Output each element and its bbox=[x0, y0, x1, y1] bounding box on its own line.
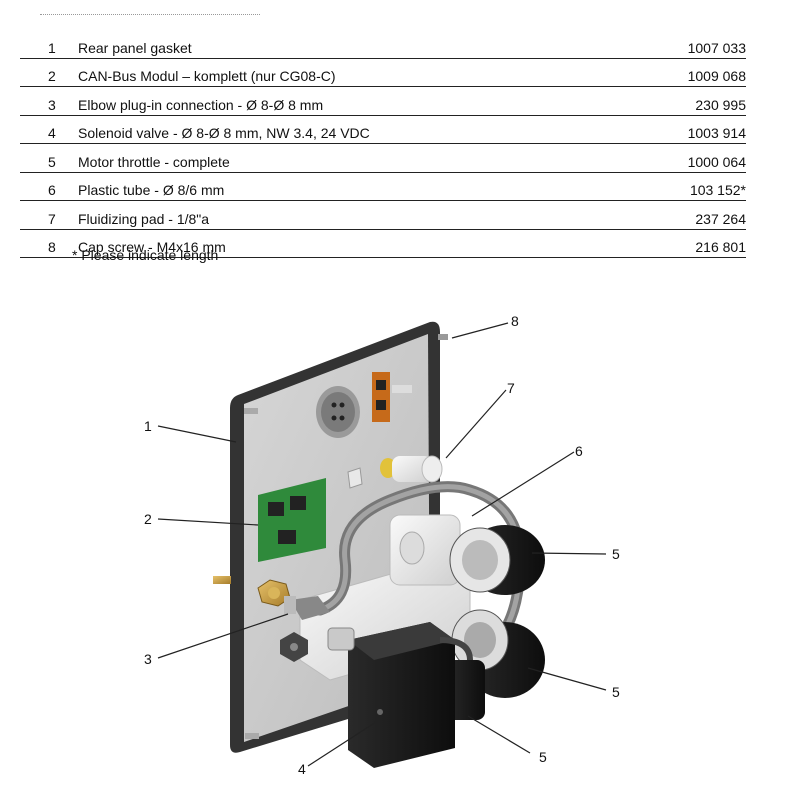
cropped-header-remnant bbox=[40, 14, 260, 19]
brass-fitting bbox=[213, 576, 308, 662]
motor-throttle-upper bbox=[449, 525, 545, 595]
table-row: 3 Elbow plug-in connection - Ø 8-Ø 8 mm … bbox=[20, 86, 746, 116]
part-description: CAN-Bus Modul – komplett (nur CG08-C) bbox=[78, 58, 606, 87]
cap-screw-studs bbox=[244, 334, 448, 739]
solenoid-valve bbox=[327, 622, 473, 768]
part-number: 5 bbox=[20, 143, 78, 173]
table-row: 4 Solenoid valve - Ø 8-Ø 8 mm, NW 3.4, 2… bbox=[20, 115, 746, 144]
callout-7: 7 bbox=[507, 380, 515, 396]
callout-1: 1 bbox=[144, 418, 152, 434]
part-code: 216 801 bbox=[606, 229, 746, 258]
table-row: 6 Plastic tube - Ø 8/6 mm 103 152* bbox=[20, 172, 746, 201]
part-number: 3 bbox=[20, 86, 78, 116]
part-code: 230 995 bbox=[606, 86, 746, 116]
part-number: 1 bbox=[20, 30, 78, 59]
table-row: 2 CAN-Bus Modul – komplett (nur CG08-C) … bbox=[20, 58, 746, 87]
part-description: Rear panel gasket bbox=[78, 30, 606, 59]
table-row: 8 Cap screw - M4x16 mm 216 801 bbox=[20, 229, 746, 258]
callout-5-lower: 5 bbox=[539, 749, 547, 765]
part-code: 103 152* bbox=[606, 172, 746, 201]
callout-6: 6 bbox=[575, 443, 583, 459]
part-number: 6 bbox=[20, 172, 78, 201]
part-description: Fluidizing pad - 1/8"a bbox=[78, 200, 606, 230]
elbow-plug-in-connection bbox=[284, 596, 330, 620]
part-code: 1009 068 bbox=[606, 58, 746, 87]
round-connector bbox=[316, 386, 360, 438]
part-description: Plastic tube - Ø 8/6 mm bbox=[78, 172, 606, 201]
callout-3: 3 bbox=[144, 651, 152, 667]
callout-2: 2 bbox=[144, 511, 152, 527]
part-number: 2 bbox=[20, 58, 78, 87]
leader-lines bbox=[157, 322, 607, 767]
part-description: Solenoid valve - Ø 8-Ø 8 mm, NW 3.4, 24 … bbox=[78, 115, 606, 144]
can-bus-module-board bbox=[258, 478, 326, 562]
part-code: 1003 914 bbox=[606, 115, 746, 144]
table-row: 1 Rear panel gasket 1007 033 bbox=[20, 30, 746, 59]
footnote: * Please indicate length bbox=[72, 247, 219, 263]
parts-list-table: 1 Rear panel gasket 1007 033 2 CAN-Bus M… bbox=[20, 30, 746, 258]
table-row: 7 Fluidizing pad - 1/8"a 237 264 bbox=[20, 200, 746, 230]
part-description: Motor throttle - complete bbox=[78, 143, 606, 173]
table-row: 5 Motor throttle - complete 1000 064 bbox=[20, 143, 746, 173]
fluidizing-pad bbox=[380, 455, 443, 483]
part-number: 7 bbox=[20, 200, 78, 230]
orange-terminal-block bbox=[372, 372, 412, 422]
part-number: 8 bbox=[20, 229, 78, 258]
part-number: 4 bbox=[20, 115, 78, 144]
part-description: Elbow plug-in connection - Ø 8-Ø 8 mm bbox=[78, 86, 606, 116]
callout-5-middle: 5 bbox=[612, 684, 620, 700]
callout-5-upper: 5 bbox=[612, 546, 620, 562]
part-description: Cap screw - M4x16 mm bbox=[78, 229, 606, 258]
part-code: 237 264 bbox=[606, 200, 746, 230]
part-code: 1007 033 bbox=[606, 30, 746, 59]
callout-8: 8 bbox=[511, 313, 519, 329]
part-code: 1000 064 bbox=[606, 143, 746, 173]
callout-4: 4 bbox=[298, 761, 306, 777]
